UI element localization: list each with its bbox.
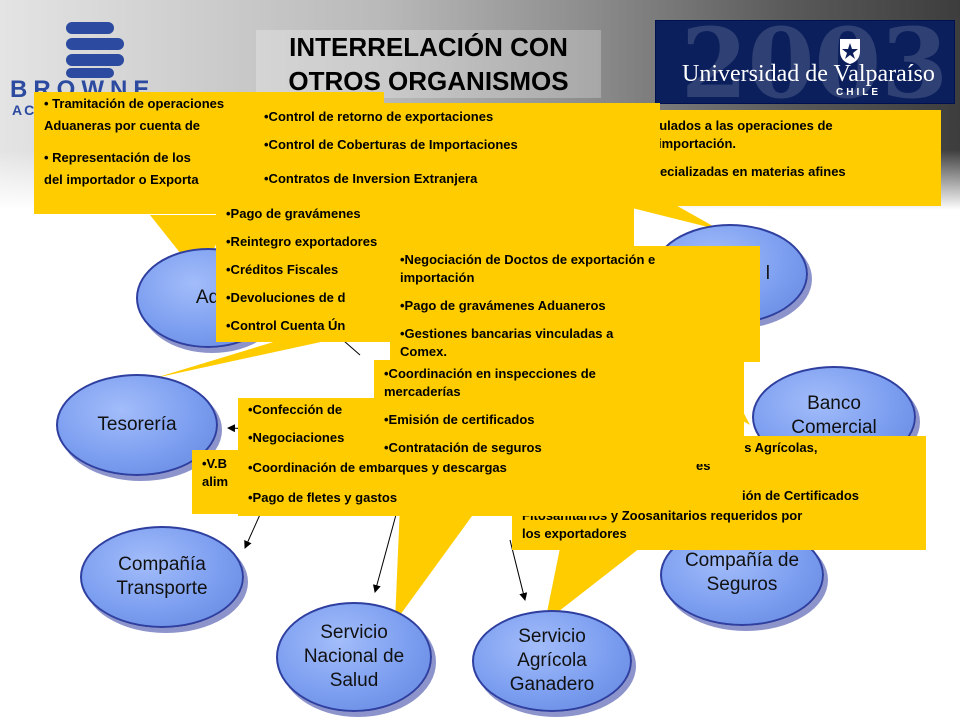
node-transporte-label-1: Compañía <box>118 554 206 575</box>
node-compania-transporte: Compañía Transporte <box>80 526 244 628</box>
callout-banco-comercial-line-3: •Pago de gravámenes Aduaneros <box>400 298 606 313</box>
callout-sag-line-3: ión de Certificados <box>742 488 860 503</box>
node-banco-central-label: l <box>765 263 770 284</box>
callout-agente-line-3: • Representación de los <box>44 150 191 165</box>
callout-transporte-line-4: •Pago de fletes y gastos <box>248 490 398 505</box>
callout-tesoreria-line-2: •Reintegro exportadores <box>226 234 378 249</box>
callout-agente-line-4: del importador o Exporta <box>44 172 199 187</box>
node-salud-label-2: Nacional de <box>303 646 405 667</box>
callout-banco-central-line-3: •Contratos de Inversion Extranjera <box>264 171 478 186</box>
node-servicio-salud: Servicio Nacional de Salud <box>276 602 432 712</box>
company-logo <box>66 22 124 78</box>
callout-universidad-line-2: importación. <box>658 136 737 151</box>
callout-banco-comercial-line-5: Comex. <box>400 344 447 359</box>
callout-banco-central-line-1: •Control de retorno de exportaciones <box>264 109 494 124</box>
callout-seguros-line-3: •Emisión de certificados <box>384 412 535 427</box>
node-tesoreria: Tesorería <box>56 374 218 476</box>
node-servicio-agricola: Servicio Agrícola Ganadero <box>472 610 632 712</box>
callout-banco-comercial: •Negociación de Doctos de exportación e … <box>390 246 760 362</box>
page-title-line-2: OTROS ORGANISMOS <box>288 66 569 96</box>
callout-banco-central-line-2: •Control de Coberturas de Importaciones <box>264 137 518 152</box>
node-seguros-label-2: Seguros <box>706 574 778 595</box>
university-name: Universidad de Valparaíso <box>682 61 935 87</box>
callout-agente-line-2: Aduaneras por cuenta de <box>44 118 201 133</box>
node-tesoreria-label: Tesorería <box>97 414 177 435</box>
callout-tesoreria-line-1: •Pago de gravámenes <box>226 206 361 221</box>
node-banco-comercial-label-1: Banco <box>807 393 861 414</box>
page-title-line-1: INTERRELACIÓN CON <box>289 32 568 62</box>
node-sag-label-2: Agrícola <box>517 650 587 671</box>
callout-banco-comercial-line-4: •Gestiones bancarias vinculadas a <box>400 326 614 341</box>
callout-salud-line-2: alim <box>202 474 229 489</box>
callout-banco-central: •Control de retorno de exportaciones •Co… <box>254 103 660 203</box>
callout-salud-line-1: •V.B <box>202 456 228 471</box>
callout-tesoreria-line-5: •Control Cuenta Ún <box>226 318 346 333</box>
university-logo: 2003 Universidad de Valparaíso CHILE <box>655 20 955 104</box>
callout-seguros: •Coordinación en inspecciones de mercade… <box>374 360 744 464</box>
callout-agente-line-1: • Tramitación de operaciones <box>44 96 225 111</box>
callout-universidad-line-1: culados a las operaciones de <box>652 118 833 133</box>
node-sag-label-3: Ganadero <box>509 674 595 695</box>
node-transporte-label-2: Transporte <box>116 578 208 599</box>
page-title: INTERRELACIÓN CON OTROS ORGANISMOS <box>256 30 601 98</box>
callout-sag-line-1: tos Agrícolas, <box>732 440 818 455</box>
crest-icon <box>840 39 860 64</box>
brand-subtext: AC <box>12 102 37 118</box>
callout-banco-comercial-line-1: •Negociación de Doctos de exportación e <box>400 252 656 267</box>
callout-banco-comercial-line-2: importación <box>400 270 475 285</box>
callout-transporte-line-2: •Negociaciones <box>248 430 345 445</box>
node-sag-label-1: Servicio <box>518 626 586 647</box>
callout-tesoreria-line-3: •Créditos Fiscales <box>226 262 339 277</box>
node-banco-comercial-label-2: Comercial <box>791 417 877 438</box>
node-seguros-label-1: Compañía de <box>684 550 800 571</box>
callout-seguros-line-1: •Coordinación en inspecciones de <box>384 366 596 381</box>
callout-seguros-line-4: •Contratación de seguros <box>384 440 542 455</box>
university-country: CHILE <box>836 87 881 98</box>
callout-sag-line-5: los exportadores <box>522 526 627 541</box>
node-salud-label-3: Salud <box>329 670 379 691</box>
university-year: 2003 <box>680 20 948 104</box>
node-salud-label-1: Servicio <box>320 622 388 643</box>
callout-seguros-line-2: mercaderías <box>384 384 461 399</box>
callout-tesoreria-line-4: •Devoluciones de d <box>226 290 346 305</box>
callout-universidad-line-3: pecializadas en materias afines <box>652 164 846 179</box>
callout-transporte-line-1: •Confección de <box>248 402 343 417</box>
